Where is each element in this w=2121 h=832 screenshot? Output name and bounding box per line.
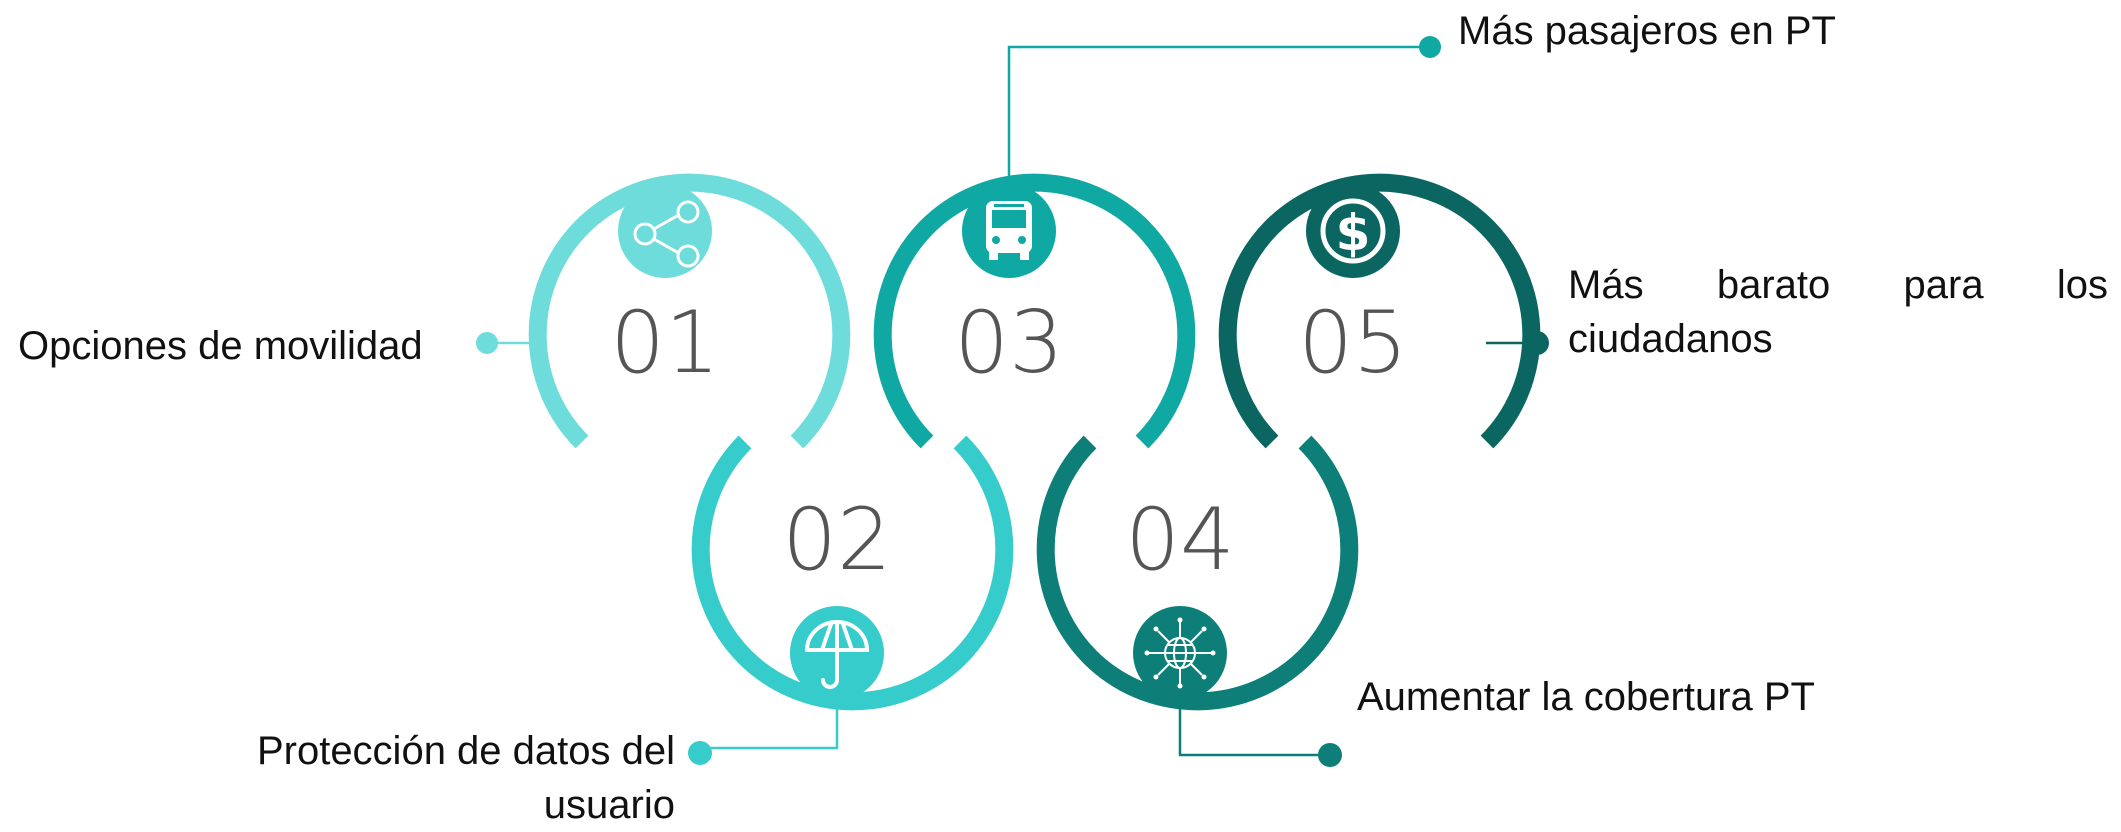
step-number-05: 05 — [1298, 293, 1407, 393]
icon-circle-01 — [618, 184, 712, 278]
dot-03 — [1419, 36, 1441, 58]
step-label-01: Opciones de movilidad — [18, 324, 423, 368]
globe-network-icon — [1144, 617, 1216, 689]
loop-03-arc — [873, 173, 1196, 449]
step-label-02: Protección de datos del usuario — [256, 729, 675, 827]
step-number-01: 01 — [610, 293, 719, 393]
step-label-03: Más pasajeros en PT — [1458, 9, 1836, 53]
step-label-05: Más barato para los ciudadanos — [1568, 263, 2108, 361]
loop-04-arc — [1036, 435, 1359, 711]
dot-01 — [476, 332, 498, 354]
step-number-04: 04 — [1125, 490, 1234, 590]
dot-04 — [1318, 743, 1342, 767]
umbrella-icon — [804, 620, 870, 689]
dot-05 — [1525, 331, 1549, 355]
icon-circle-05 — [1306, 184, 1400, 278]
loop-02-arc — [691, 435, 1014, 711]
svg-text:$: $ — [1336, 204, 1371, 262]
dot-02 — [688, 741, 712, 765]
connector-02 — [702, 695, 839, 750]
share-icon — [633, 200, 700, 268]
step-number-03: 03 — [954, 293, 1063, 393]
step-number-02: 02 — [782, 490, 891, 590]
step-label-04: Aumentar la cobertura PT — [1357, 675, 1815, 719]
dollar-icon: $ — [1320, 198, 1386, 264]
connector-03 — [1007, 45, 1430, 186]
loop-01-arc — [528, 173, 851, 449]
connector-04 — [1178, 695, 1330, 757]
bus-icon — [986, 201, 1032, 260]
